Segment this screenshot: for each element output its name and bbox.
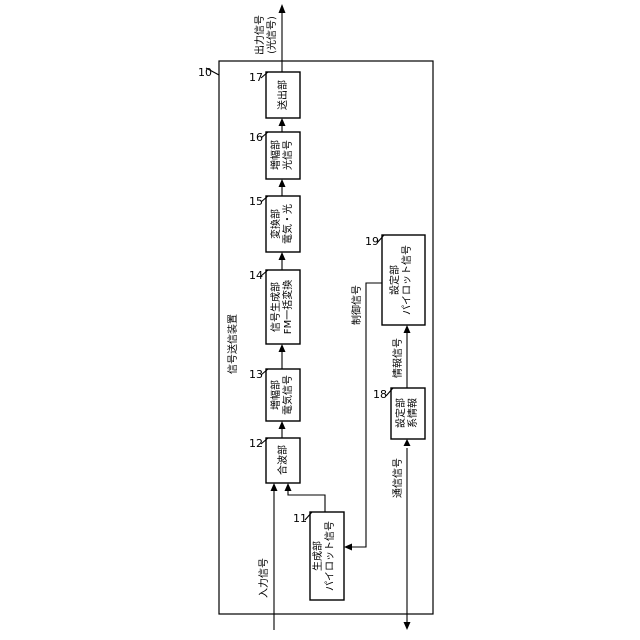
control-connectors: [344, 283, 411, 630]
block-label-line: 変換部: [269, 209, 282, 239]
block-ref-number: 13: [249, 368, 263, 381]
block-ref-number: 17: [249, 71, 263, 84]
output-signal-label-line: (光信号): [265, 16, 278, 54]
comm-signal-label: 通信信号: [392, 458, 404, 498]
control-signal-label: 制御信号: [350, 285, 363, 325]
block-electro-optical-converter: 電気・光 変換部 15: [249, 195, 300, 252]
block-label-line: 合波部: [276, 445, 289, 475]
block-label-line: 増幅部: [269, 380, 282, 410]
info-signal-label: 情報信号: [391, 338, 404, 378]
block-label-line: 電気信号: [281, 375, 294, 415]
device-label: 信号送信装置: [226, 314, 239, 374]
block-ref-number: 16: [249, 131, 263, 144]
block-label-line: 電気・光: [281, 204, 294, 244]
block-ref-number: 18: [373, 388, 387, 401]
block-label-line: 光信号: [281, 140, 294, 170]
block-optical-signal-amplifier: 光信号 増幅部 16: [249, 131, 300, 179]
block-label-line: 設定部: [388, 265, 401, 295]
block-label-line: パイロット信号: [401, 245, 413, 315]
block-ref-number: 15: [249, 195, 263, 208]
block-fm-batch-converter: FM一括変換 信号生成部 14: [249, 269, 300, 344]
block-ref-number: 12: [249, 437, 263, 450]
block-label-line: 信号生成部: [269, 282, 282, 332]
block-label-line: パイロット信号: [324, 521, 336, 591]
block-label-line: 系情報: [406, 398, 419, 428]
block-combiner: 合波部 12: [249, 437, 300, 483]
block-label-line: 生成部: [311, 541, 324, 571]
block-system-info-setter: 系情報 設定部 18: [373, 388, 425, 439]
block-ref-number: 14: [249, 269, 263, 282]
block-pilot-signal-setter: パイロット信号 設定部 19: [365, 235, 425, 325]
output-signal-label-line: 出力信号: [253, 15, 266, 55]
block-label-line: FM一括変換: [281, 280, 294, 334]
block-electric-signal-amplifier: 電気信号 増幅部 13: [249, 368, 300, 421]
block-pilot-signal-generator: パイロット信号 生成部 11: [293, 512, 344, 600]
block-label-line: 増幅部: [269, 140, 282, 170]
input-signal-label: 入力信号: [257, 558, 270, 598]
block-label-line: 設定部: [394, 398, 407, 428]
block-ref-number: 19: [365, 235, 379, 248]
block-ref-number: 11: [293, 512, 307, 525]
block-label-line: 送出部: [276, 80, 289, 110]
device-ref-number: 10: [198, 66, 212, 79]
block-transmitter: 送出部 17: [249, 71, 300, 118]
